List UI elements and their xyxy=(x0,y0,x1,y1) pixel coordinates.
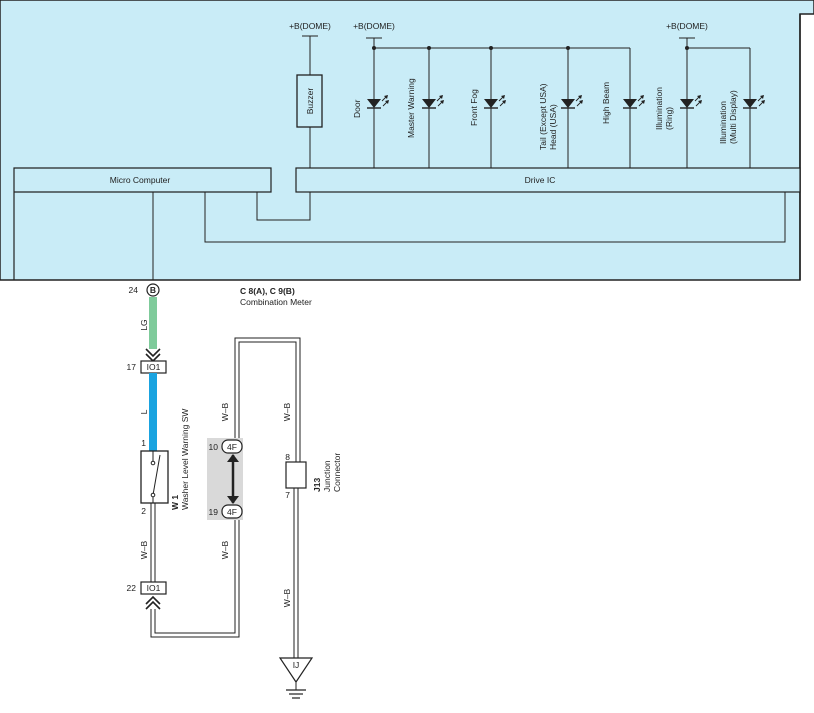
svg-text:8: 8 xyxy=(285,452,290,462)
meter-connector-code: C 8(A), C 9(B) xyxy=(240,286,295,296)
buzzer-label: Buzzer xyxy=(305,88,315,115)
lamp-label-head: Head (USA) xyxy=(548,104,558,150)
connector-io1-bottom xyxy=(140,581,167,595)
power-label-lamps: +B(DOME) xyxy=(353,21,395,31)
lamp-label-front-fog: Front Fog xyxy=(469,89,479,126)
svg-text:IO1: IO1 xyxy=(147,583,161,593)
j13-name-2: Connector xyxy=(332,453,342,492)
drive-ic-block xyxy=(295,167,801,193)
lamp-illumination-multi-display xyxy=(742,48,766,168)
switch-code: W 1 xyxy=(170,495,180,510)
connector-4f-bottom xyxy=(221,504,243,519)
svg-text:22: 22 xyxy=(127,583,137,593)
lamp-high-beam xyxy=(622,48,646,168)
lamp-illumination-ring xyxy=(679,48,703,168)
svg-text:4F: 4F xyxy=(227,507,237,517)
j13-code: J13 xyxy=(312,478,322,492)
svg-text:L: L xyxy=(139,409,149,414)
meter-pin-b xyxy=(146,283,160,297)
svg-text:10: 10 xyxy=(209,442,219,452)
lamp-label-illumination-2: Illumination xyxy=(718,101,728,144)
svg-text:IJ: IJ xyxy=(293,660,300,670)
svg-text:1: 1 xyxy=(141,438,146,448)
lamp-tail-head xyxy=(560,48,584,168)
wire-lg xyxy=(149,297,157,349)
wire-wb-label-2: W–B xyxy=(220,402,230,421)
lamp-label-master-warning: Master Warning xyxy=(406,78,416,138)
micro-computer-block xyxy=(13,167,272,280)
switch-name: Washer Level Warning SW xyxy=(180,409,190,510)
meter-name: Combination Meter xyxy=(240,297,312,307)
svg-text:7: 7 xyxy=(285,490,290,500)
lamp-label-high-beam: High Beam xyxy=(601,82,611,124)
connector-4f-top xyxy=(221,439,243,454)
svg-text:IO1: IO1 xyxy=(147,362,161,372)
svg-text:LG: LG xyxy=(139,319,149,330)
power-label-buzzer: +B(DOME) xyxy=(289,21,331,31)
svg-text:19: 19 xyxy=(209,507,219,517)
svg-text:17: 17 xyxy=(127,362,137,372)
meter-pin-number: 24 xyxy=(129,285,139,295)
lamp-label-multi-display: (Multi Display) xyxy=(728,90,738,144)
svg-text:2: 2 xyxy=(141,506,146,516)
drive-ic-label: Drive IC xyxy=(525,175,556,185)
ground-ij xyxy=(278,657,314,684)
lamp-label-door: Door xyxy=(352,99,362,118)
lamp-door xyxy=(366,48,390,168)
junction-connector-j13 xyxy=(285,461,307,489)
lamp-master-warning xyxy=(421,48,445,168)
wire-wb-label-4: W–B xyxy=(282,402,292,421)
lamp-front-fog xyxy=(483,48,507,168)
power-label-illumination: +B(DOME) xyxy=(666,21,708,31)
lamp-label-ring: (Ring) xyxy=(664,107,674,130)
svg-text:B: B xyxy=(150,285,156,295)
j13-name-1: Junction xyxy=(322,460,332,492)
lamp-label-illumination-1: Illumination xyxy=(654,87,664,130)
micro-computer-label: Micro Computer xyxy=(110,175,171,185)
wire-wb-label-1: W–B xyxy=(139,540,149,559)
lamp-label-tail: Tail (Except USA) xyxy=(538,83,548,150)
wire-l xyxy=(149,373,157,451)
wire-wb-label-5: W–B xyxy=(282,588,292,607)
washer-level-switch xyxy=(140,450,169,504)
svg-text:4F: 4F xyxy=(227,442,237,452)
meter-panel xyxy=(0,0,814,281)
wire-wb-label-3: W–B xyxy=(220,540,230,559)
